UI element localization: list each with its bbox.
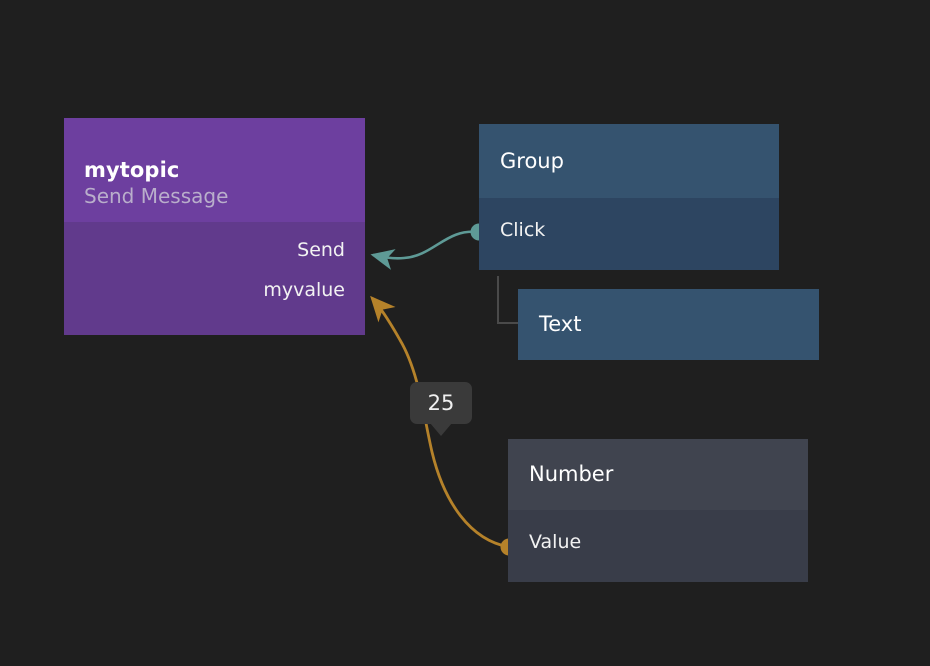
- node-group-title: Group: [500, 148, 564, 173]
- port-number-value[interactable]: Value: [529, 531, 582, 553]
- node-number[interactable]: Number Value: [508, 439, 808, 582]
- node-mytopic-title: mytopic: [84, 157, 180, 182]
- port-mytopic-myvalue[interactable]: myvalue: [263, 279, 345, 301]
- node-group-body[interactable]: Click: [479, 198, 779, 270]
- node-text-title: Text: [539, 312, 582, 337]
- node-number-title: Number: [529, 462, 614, 487]
- node-mytopic[interactable]: mytopic Send Message Send myvalue: [64, 118, 365, 335]
- node-number-header[interactable]: Number: [508, 439, 808, 510]
- node-group[interactable]: Group Click: [479, 124, 779, 270]
- port-group-click[interactable]: Click: [500, 219, 546, 241]
- node-mytopic-body[interactable]: Send myvalue: [64, 222, 365, 335]
- node-mytopic-header[interactable]: mytopic Send Message: [64, 118, 365, 222]
- node-number-body[interactable]: Value: [508, 510, 808, 582]
- node-mytopic-subtitle: Send Message: [84, 184, 229, 209]
- node-text-header[interactable]: Text: [518, 289, 819, 360]
- tree-bracket-line: [497, 276, 521, 324]
- node-text[interactable]: Text: [518, 289, 819, 360]
- connection-value-badge-text: 25: [427, 390, 455, 415]
- node-group-header[interactable]: Group: [479, 124, 779, 198]
- port-mytopic-send[interactable]: Send: [297, 239, 345, 261]
- connection-value-badge[interactable]: 25: [410, 382, 472, 436]
- connection-click-to-send: [370, 230, 480, 270]
